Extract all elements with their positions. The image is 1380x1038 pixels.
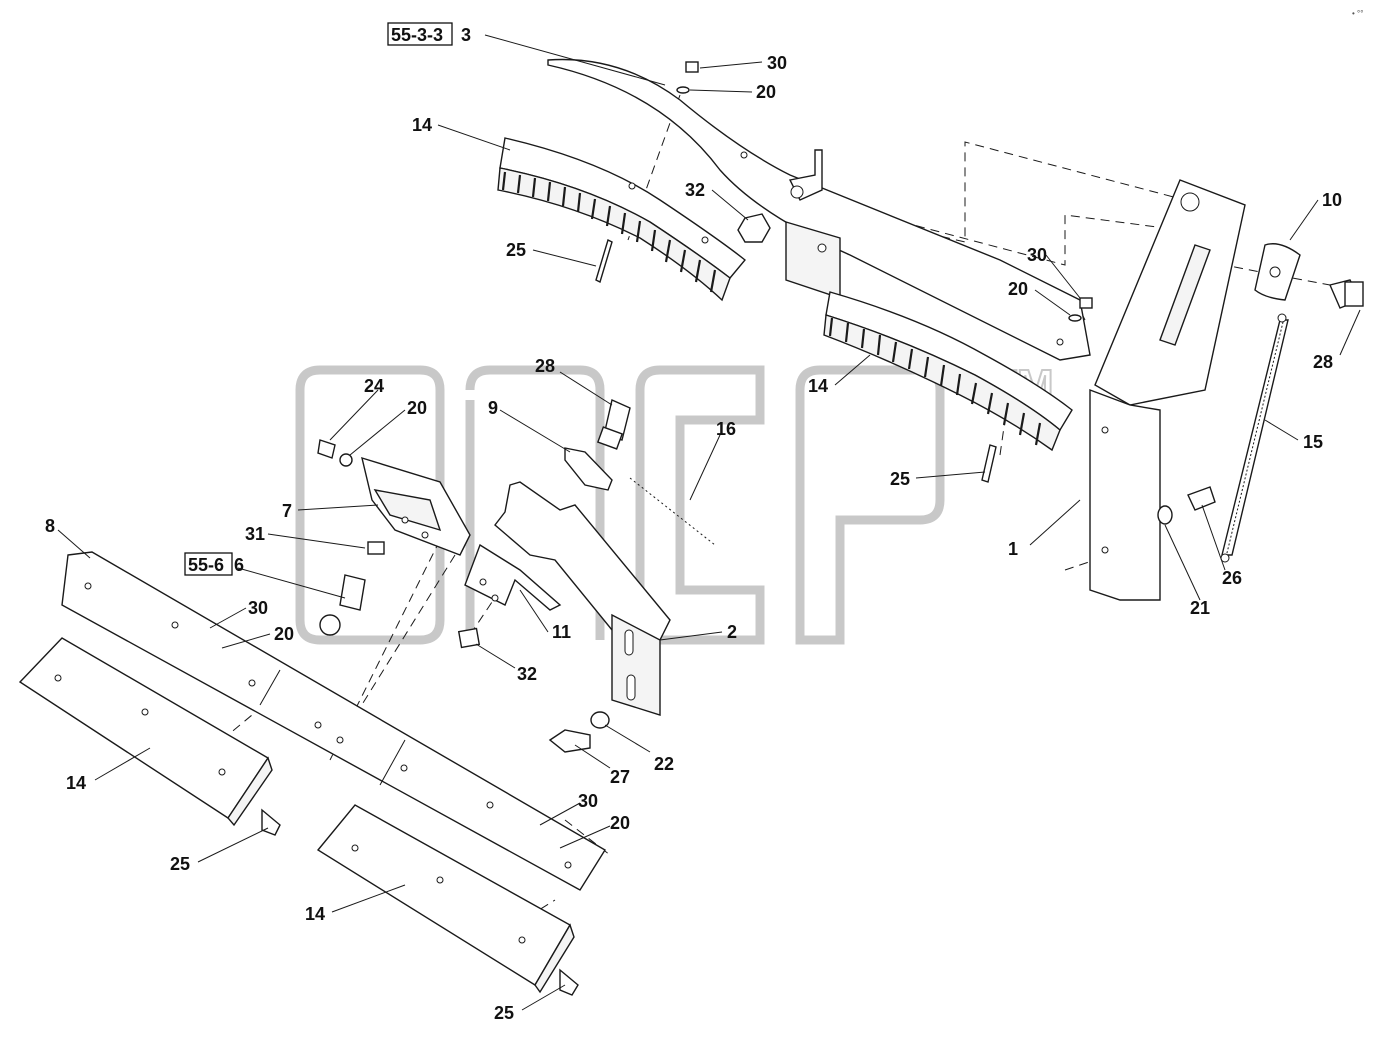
bolt-part-26 — [1187, 486, 1216, 511]
reference-label-55-3-3: 55-3-3 — [391, 25, 443, 45]
label-part-30: 30 — [248, 598, 268, 618]
long-bar-part-8 — [61, 551, 606, 891]
label-part-1: 1 — [1008, 539, 1018, 559]
bracket-part-1 — [1089, 179, 1246, 601]
label-part-14: 14 — [412, 115, 432, 135]
label-part-26: 26 — [1222, 568, 1242, 588]
corner-mark: • °° — [1352, 9, 1363, 18]
label-part-28: 28 — [535, 356, 555, 376]
washer-part-20-right — [1068, 314, 1082, 322]
label-part-25: 25 — [506, 240, 526, 260]
label-part-10: 10 — [1322, 190, 1342, 210]
leader-lines — [57, 34, 1361, 1011]
nut-part-32-upper — [737, 213, 771, 243]
nut-part-31 — [367, 541, 385, 555]
washer-part-22 — [590, 711, 610, 729]
nut-part-30-top — [685, 61, 699, 73]
label-part-21: 21 — [1190, 598, 1210, 618]
washer-part-21 — [1157, 505, 1173, 525]
label-part-24: 24 — [364, 376, 384, 396]
block-part-9 — [564, 447, 613, 491]
label-part-3: 3 — [461, 25, 471, 45]
bolt-part-25-lower-left — [261, 808, 281, 836]
nut-part-30-right — [1079, 297, 1093, 309]
label-part-20: 20 — [274, 624, 294, 644]
nut-part-32-center — [457, 627, 481, 649]
label-part-9: 9 — [488, 398, 498, 418]
label-part-22: 22 — [654, 754, 674, 774]
bracket-part-11 — [464, 543, 562, 611]
label-part-31: 31 — [245, 524, 265, 544]
label-part-20: 20 — [610, 813, 630, 833]
reference-box-55-3-3: 55-3-3 — [387, 22, 453, 46]
upper-bar-part-3 — [547, 58, 1091, 361]
label-part-8: 8 — [45, 516, 55, 536]
bolt-part-25-right — [981, 444, 997, 483]
reference-label-55-6: 55-6 — [188, 555, 224, 575]
label-part-30: 30 — [1027, 245, 1047, 265]
label-part-20: 20 — [1008, 279, 1028, 299]
label-part-6: 6 — [234, 555, 244, 575]
label-part-32: 32 — [685, 180, 705, 200]
label-part-14: 14 — [305, 904, 325, 924]
lower-right-brush-part-14 — [316, 804, 575, 994]
bolt-part-25-bottom — [559, 968, 579, 996]
label-part-32: 32 — [517, 664, 537, 684]
washer-part-20-left — [339, 453, 353, 467]
label-part-2: 2 — [727, 622, 737, 642]
label-part-11: 11 — [552, 622, 571, 642]
label-part-25: 25 — [890, 469, 910, 489]
spring-part-15 — [1220, 313, 1289, 563]
label-part-20: 20 — [756, 82, 776, 102]
washer-part-20-top — [676, 86, 690, 94]
upper-right-brush-part-14 — [823, 291, 1073, 452]
label-part-14: 14 — [66, 773, 86, 793]
label-part-25: 25 — [494, 1003, 514, 1023]
label-part-15: 15 — [1303, 432, 1323, 452]
label-part-20: 20 — [407, 398, 427, 418]
bolt-part-24 — [317, 439, 336, 459]
label-part-30: 30 — [767, 53, 787, 73]
lower-left-brush-part-14 — [18, 637, 273, 827]
label-part-28: 28 — [1313, 352, 1333, 372]
bolt-part-27 — [548, 729, 591, 753]
ball-stud-part-6 — [319, 574, 366, 636]
bolt-part-25-upper — [595, 239, 613, 283]
label-part-30: 30 — [578, 791, 598, 811]
reference-box-55-6: 55-6 — [184, 552, 233, 576]
plate-part-7 — [361, 456, 471, 556]
clip-part-10 — [1254, 243, 1301, 301]
label-part-14: 14 — [808, 376, 828, 396]
label-part-27: 27 — [610, 767, 630, 787]
label-part-25: 25 — [170, 854, 190, 874]
label-part-16: 16 — [716, 419, 736, 439]
label-part-7: 7 — [282, 501, 292, 521]
spring-part-16 — [629, 477, 716, 546]
upper-left-brush-part-14 — [497, 137, 746, 302]
bracket-part-2 — [494, 481, 671, 716]
bolt-part-28-center — [596, 399, 631, 450]
bolt-part-28-right — [1329, 279, 1364, 309]
part-labels: 3 30 20 14 32 25 10 30 20 28 14 15 24 20… — [45, 25, 1342, 1023]
